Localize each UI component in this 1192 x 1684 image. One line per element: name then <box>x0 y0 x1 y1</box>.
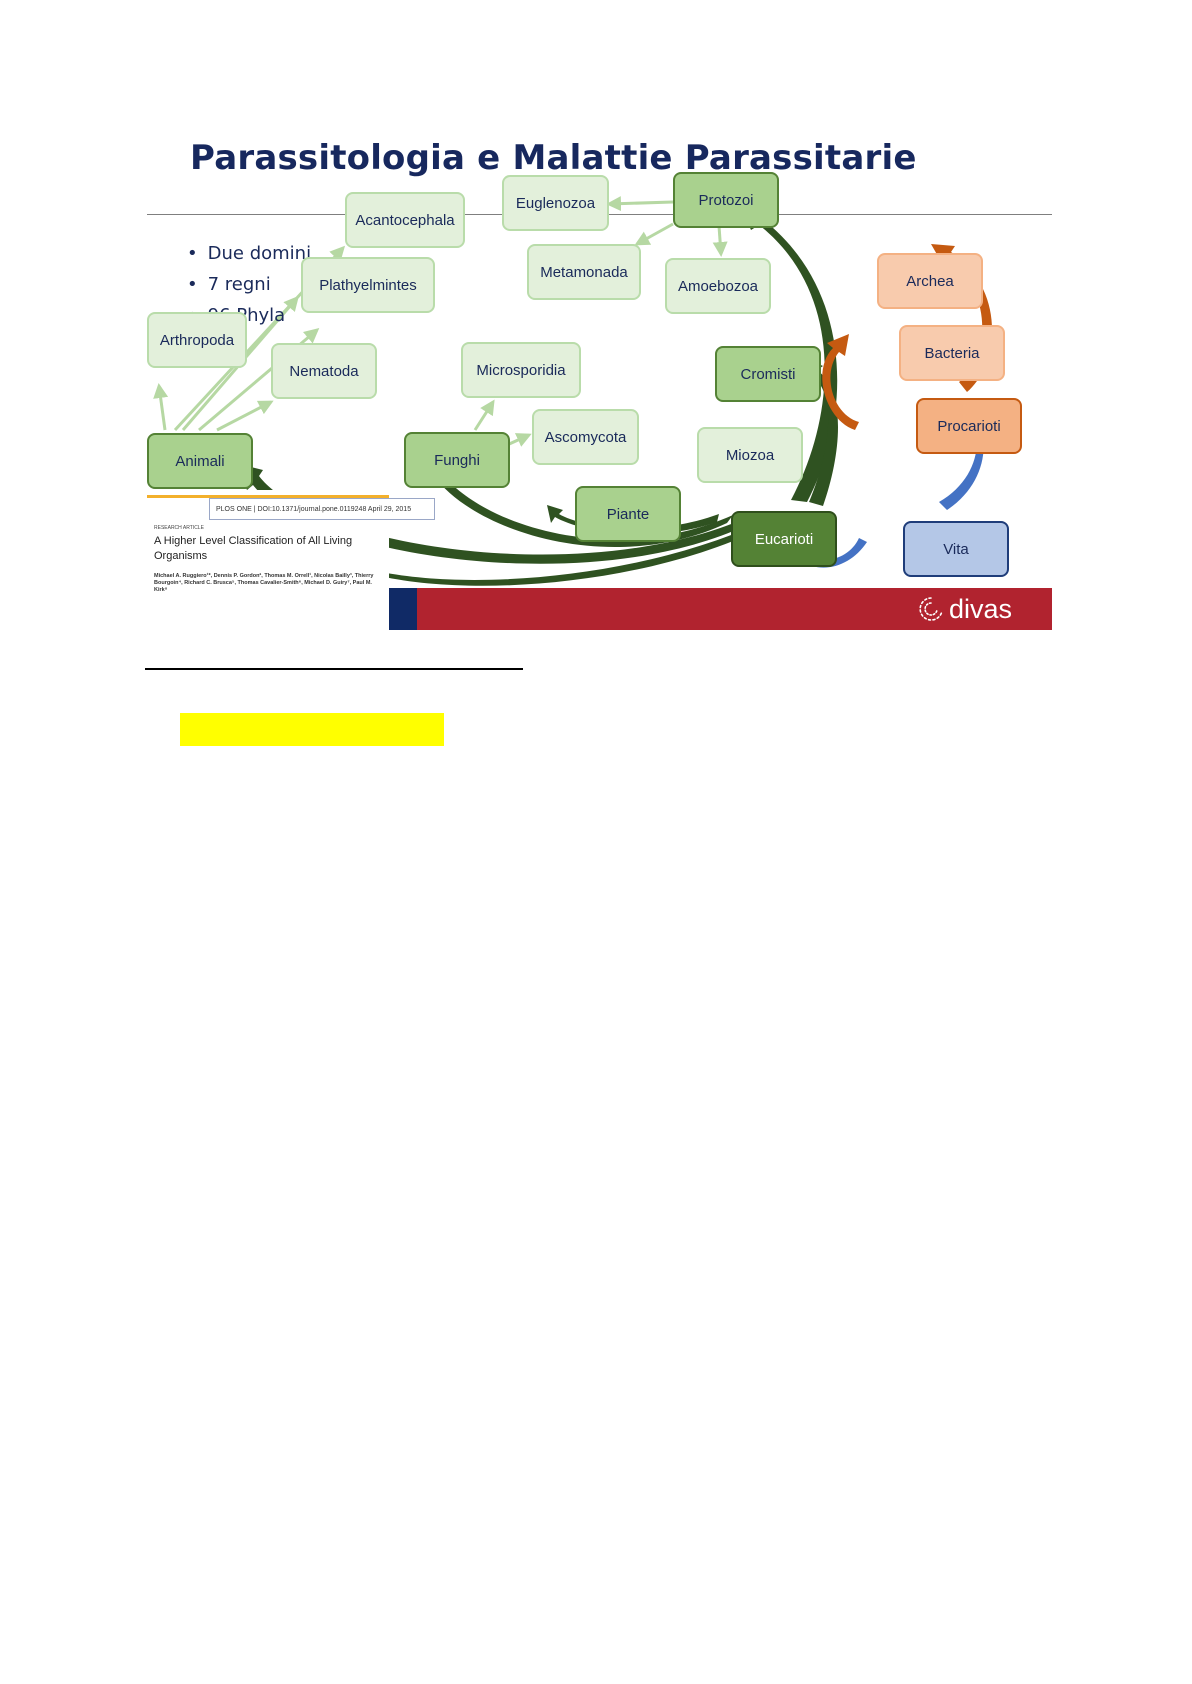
node-cromisti: Cromisti <box>715 346 821 402</box>
citation-kind: RESEARCH ARTICLE <box>154 525 204 531</box>
node-arthropoda: Arthropoda <box>147 312 247 368</box>
highlight-block <box>180 713 444 746</box>
divas-logo: divas <box>917 592 1012 626</box>
node-miozoa: Miozoa <box>697 427 803 483</box>
node-metamonada: Metamonada <box>527 244 641 300</box>
citation-header: PLOS ONE | DOI:10.1371/journal.pone.0119… <box>209 498 435 520</box>
bullet-domains: Due domini <box>187 238 311 269</box>
node-euglenozoa: Euglenozoa <box>502 175 609 231</box>
arrow-protozoi-metamonada <box>634 222 674 246</box>
node-ascomycota: Ascomycota <box>532 409 639 465</box>
arrow-protozoi-euglenozoa <box>606 196 674 212</box>
arrow-funghi-microsporidia <box>473 399 495 431</box>
node-animali: Animali <box>147 433 253 489</box>
arrow-animali-arthropoda <box>153 383 169 431</box>
node-vita: Vita <box>903 521 1009 577</box>
arrow-funghi-ascomycota <box>506 433 532 447</box>
citation-card: PLOS ONE | DOI:10.1371/journal.pone.0119… <box>147 490 435 630</box>
footer-accent <box>389 588 417 630</box>
arrow-protozoi-amoebozoa <box>712 225 728 257</box>
logo-text: divas <box>949 593 1013 624</box>
node-acantocephala: Acantocephala <box>345 192 465 248</box>
slide-title: Parassitologia e Malattie Parassitarie <box>190 138 917 178</box>
arrow-eucarioti-animali-2 <box>317 518 771 586</box>
arrow-vita-procarioti <box>939 398 984 510</box>
node-archea: Archea <box>877 253 983 309</box>
node-funghi: Funghi <box>404 432 510 488</box>
citation-title: A Higher Level Classification of All Liv… <box>154 535 353 562</box>
footer-band <box>417 588 1052 630</box>
node-amoebozoa: Amoebozoa <box>665 258 771 314</box>
arrow-animali-nematoda-2 <box>216 400 274 432</box>
node-protozoi: Protozoi <box>673 172 779 228</box>
arrow-procarioti-bacteria <box>822 334 859 430</box>
node-eucarioti: Eucarioti <box>731 511 837 567</box>
divas-swirl-icon <box>919 597 943 621</box>
journal-stripe <box>147 495 389 498</box>
arrow-eucarioti-protozoi <box>741 207 838 502</box>
node-procarioti: Procarioti <box>916 398 1022 454</box>
slide: Parassitologia e Malattie Parassitarie D… <box>147 130 1052 630</box>
bullet-kingdoms: 7 regni <box>187 269 311 300</box>
node-plathyelmintes: Plathyelmintes <box>301 257 435 313</box>
node-microsporidia: Microsporidia <box>461 342 581 398</box>
node-nematoda: Nematoda <box>271 343 377 399</box>
node-bacteria: Bacteria <box>899 325 1005 381</box>
node-piante: Piante <box>575 486 681 542</box>
citation-authors: Michael A. Ruggiero¹*, Dennis P. Gordon²… <box>154 573 374 593</box>
underline-rule <box>145 668 523 670</box>
